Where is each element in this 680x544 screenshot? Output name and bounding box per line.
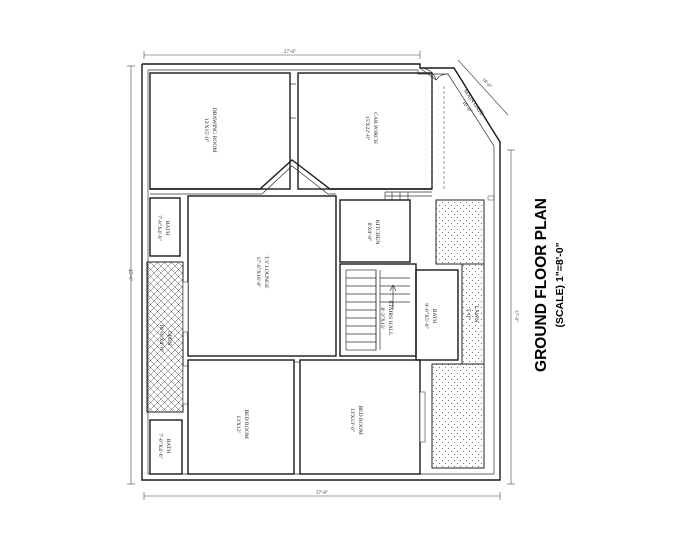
car-porch-name: CAR PORCH <box>372 112 378 144</box>
open-name: OPEN <box>166 331 172 346</box>
bed-room-2-size: 13'X13'-0" <box>349 408 355 432</box>
bath-2 <box>415 269 459 361</box>
label-bed-room-2: BED ROOM 13'X13'-0" <box>349 405 363 434</box>
label-bed-room-1: BED ROOM 13'X12' <box>235 409 249 438</box>
lawn-name: LAWN <box>473 306 479 322</box>
tv-lounge-size: 17'-0"X16'-0" <box>255 256 261 287</box>
bed-room-1-size: 13'X12' <box>235 415 241 432</box>
tv-lounge-name: T.V LOUNGE <box>263 256 269 289</box>
open-size: 16'-0"X4'-0" <box>158 324 164 352</box>
label-open: OPEN 16'-0"X4'-0" <box>158 324 172 352</box>
label-main-gate: MAIN GATE 10'-0" <box>460 88 484 117</box>
open-area <box>146 261 189 413</box>
label-bath-1: BATH 7'-0"X4'-6" <box>156 215 170 241</box>
dim-diagonal: 18'-0" <box>480 77 492 89</box>
label-lawn: LAWN 5'-0" <box>465 306 479 322</box>
bath-3-name: BATH <box>165 439 171 454</box>
lawn-size: 5'-0" <box>465 309 471 320</box>
kitchen <box>339 191 432 263</box>
dim-bottom: 37'-0" <box>316 491 328 496</box>
bath-1 <box>149 197 181 257</box>
dim-top: 27'-0" <box>284 50 296 55</box>
plan-scale: (SCALE) 1"=8'-0" <box>554 242 566 327</box>
stairs-hall <box>339 263 417 357</box>
bed-room-1 <box>187 359 300 475</box>
kitchen-size: 8'X9'-0" <box>366 223 372 242</box>
bed-room-1-name: BED ROOM <box>243 409 249 438</box>
stairs-hall-size: 8'-3"X13' <box>379 307 385 328</box>
drawing-room-size: 13'X15'-0" <box>203 118 209 142</box>
label-bath-2: BATH 9'-0"X5'-0" <box>423 303 437 329</box>
bath-1-name: BATH <box>164 221 170 236</box>
car-porch <box>297 72 445 190</box>
drawing-room <box>149 72 296 190</box>
label-tv-lounge: T.V LOUNGE 17'-0"X16'-0" <box>255 256 269 289</box>
dimension-lines <box>127 51 515 500</box>
label-bath-3: BATH 7'-0"X4'-6" <box>157 433 171 459</box>
label-drawing-room: DRAWING ROOM 13'X15'-0" <box>203 108 217 153</box>
plan-title-block: GROUND FLOOR PLAN (SCALE) 1"=8'-0" <box>533 198 566 372</box>
drawing-room-name: DRAWING ROOM <box>211 108 217 153</box>
plan-title: GROUND FLOOR PLAN <box>533 198 550 372</box>
label-stairs-hall: STAIRS HALL 8'-3"X13' <box>379 300 393 336</box>
kitchen-name: KITCHEN <box>374 220 380 245</box>
dim-left: 45'-0" <box>127 269 132 281</box>
label-car-porch: CAR PORCH 15'X22'-0" <box>364 112 378 144</box>
bed-room-2 <box>299 359 426 475</box>
dim-right: 37'-0" <box>513 310 518 322</box>
lawn-area <box>431 199 485 469</box>
stairs-hall-name: STAIRS HALL <box>387 300 393 336</box>
label-kitchen: KITCHEN 8'X9'-0" <box>366 220 380 245</box>
bath-3 <box>149 419 183 475</box>
bath-3-size: 7'-0"X4'-6" <box>157 433 163 459</box>
tv-lounge-walls <box>150 159 432 357</box>
bath-1-size: 7'-0"X4'-6" <box>156 215 162 241</box>
bed-room-2-name: BED ROOM <box>357 405 363 434</box>
bath-2-name: BATH <box>431 309 437 324</box>
main-gate <box>419 67 449 81</box>
car-porch-size: 15'X22'-0" <box>364 116 370 140</box>
bath-2-size: 9'-0"X5'-0" <box>423 303 429 329</box>
